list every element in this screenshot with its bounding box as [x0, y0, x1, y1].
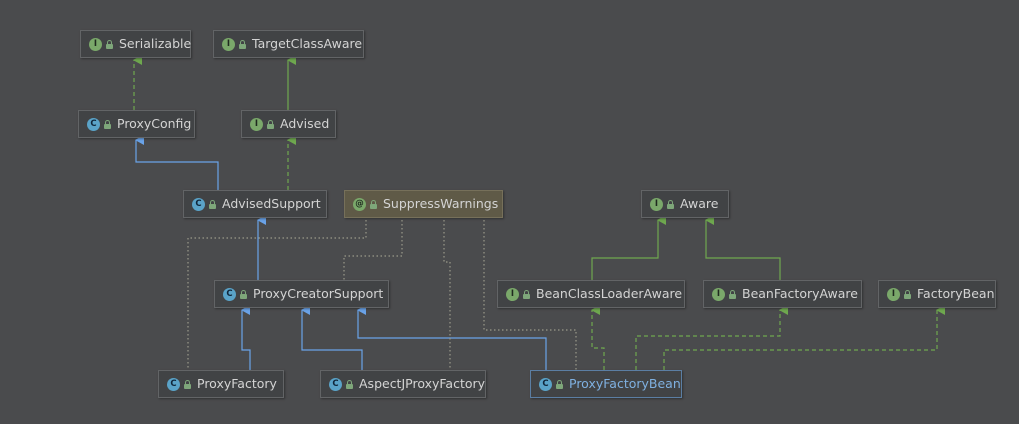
- edge-advisedsupport-proxyconfig: [135, 135, 219, 190]
- class-icon: C: [167, 377, 180, 391]
- node-advised[interactable]: I Advised: [241, 110, 336, 138]
- node-label: SuppressWarnings: [383, 195, 499, 211]
- node-label: FactoryBean: [917, 285, 995, 301]
- lock-icon: [240, 289, 247, 299]
- class-icon: C: [87, 117, 100, 131]
- node-label: Aware: [680, 195, 719, 211]
- node-proxy-factory[interactable]: C ProxyFactory: [158, 370, 284, 398]
- node-factory-bean[interactable]: I FactoryBean: [878, 280, 996, 308]
- edge-suppresswarnings-proxyfactory: [187, 220, 367, 370]
- class-icon: C: [539, 377, 552, 391]
- edge-beanfactoryaware-aware: [705, 215, 781, 280]
- node-label: ProxyFactory: [197, 375, 277, 391]
- interface-icon: I: [506, 287, 519, 301]
- edge-beanclassloaderaware-aware: [591, 215, 666, 280]
- edge-proxyfactorybean-factorybean: [663, 305, 945, 370]
- node-proxy-config[interactable]: C ProxyConfig: [78, 110, 195, 138]
- lock-icon: [209, 199, 216, 209]
- node-label: BeanClassLoaderAware: [536, 285, 683, 301]
- lock-icon: [346, 379, 353, 389]
- edge-proxyfactory-proxycreatorsupport: [241, 305, 251, 370]
- edge-proxyfactorybean-beanfactoryaware: [635, 305, 788, 370]
- node-aspectj-proxy-factory[interactable]: C AspectJProxyFactory: [320, 370, 486, 398]
- annotation-icon: @: [353, 197, 366, 211]
- edge-suppresswarnings-aspectjproxyfactory: [443, 220, 451, 370]
- lock-icon: [104, 119, 111, 129]
- edge-suppresswarnings-proxyfactorybean: [483, 220, 577, 370]
- node-proxy-factory-bean[interactable]: C ProxyFactoryBean: [530, 370, 682, 398]
- class-icon: C: [329, 377, 342, 391]
- node-label: ProxyConfig: [117, 115, 192, 131]
- interface-icon: I: [650, 197, 663, 211]
- lock-icon: [370, 199, 377, 209]
- interface-icon: I: [250, 117, 263, 131]
- node-suppress-warnings[interactable]: @ SuppressWarnings: [344, 190, 503, 218]
- node-advised-support[interactable]: C AdvisedSupport: [183, 190, 327, 218]
- lock-icon: [267, 119, 274, 129]
- node-label: BeanFactoryAware: [742, 285, 858, 301]
- node-label: ProxyCreatorSupport: [253, 285, 384, 301]
- interface-icon: I: [222, 37, 235, 51]
- lock-icon: [729, 289, 736, 299]
- edge-aspectjproxyfactory-proxycreatorsupport: [301, 305, 363, 370]
- lock-icon: [556, 379, 563, 389]
- class-icon: C: [223, 287, 236, 301]
- lock-icon: [106, 39, 113, 49]
- node-label: ProxyFactoryBean: [569, 375, 681, 391]
- interface-icon: I: [89, 37, 102, 51]
- edge-suppresswarnings-proxycreatorsupport: [343, 220, 403, 280]
- node-label: TargetClassAware: [252, 35, 363, 51]
- lock-icon: [184, 379, 191, 389]
- class-icon: C: [192, 197, 205, 211]
- node-serializable[interactable]: I Serializable: [80, 30, 191, 58]
- lock-icon: [904, 289, 911, 299]
- node-label: Serializable: [119, 35, 192, 51]
- node-bean-class-loader-aware[interactable]: I BeanClassLoaderAware: [497, 280, 685, 308]
- node-label: AdvisedSupport: [222, 195, 321, 211]
- interface-icon: I: [887, 287, 900, 301]
- node-target-class-aware[interactable]: I TargetClassAware: [213, 30, 364, 58]
- edge-proxyfactorybean-beanclassloaderaware: [591, 305, 605, 370]
- lock-icon: [239, 39, 246, 49]
- node-label: Advised: [280, 115, 330, 131]
- interface-icon: I: [712, 287, 725, 301]
- node-bean-factory-aware[interactable]: I BeanFactoryAware: [703, 280, 862, 308]
- node-label: AspectJProxyFactory: [359, 375, 486, 391]
- lock-icon: [523, 289, 530, 299]
- node-proxy-creator-support[interactable]: C ProxyCreatorSupport: [214, 280, 389, 308]
- node-aware[interactable]: I Aware: [641, 190, 729, 218]
- edge-proxyfactorybean-proxycreatorsupport: [357, 305, 547, 370]
- lock-icon: [667, 199, 674, 209]
